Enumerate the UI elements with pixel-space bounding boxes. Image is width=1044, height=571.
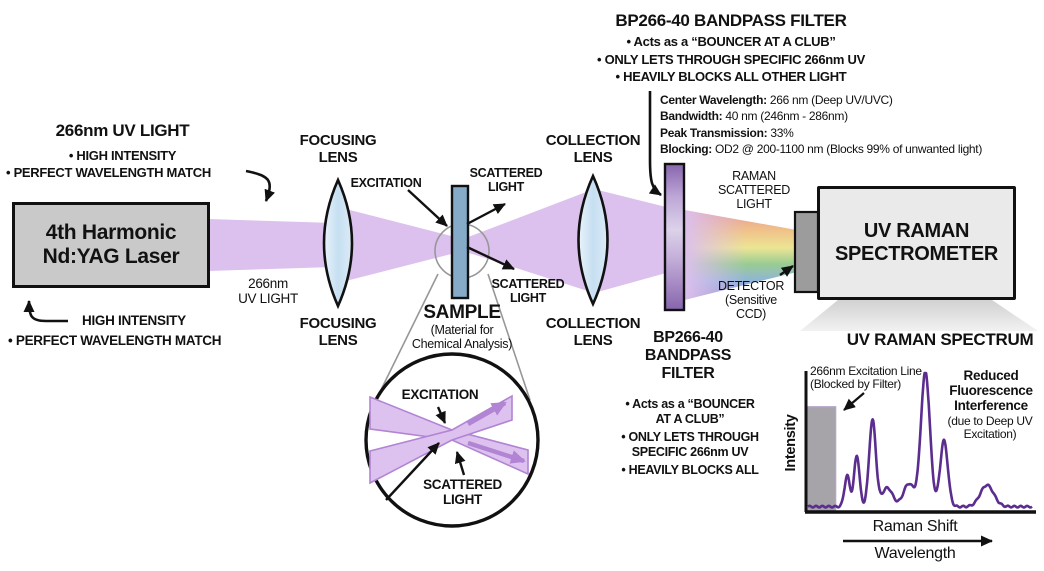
collection-lens-label-bottom: COLLECTION LENS <box>545 315 641 349</box>
uv-raman-spectrum-chart: Intensity 266nm Excitation Line (Blocked… <box>780 355 1044 571</box>
beam-to-filter <box>594 189 666 293</box>
detector-title: DETECTOR <box>717 279 785 293</box>
raman-shift-axis-label: Raman Shift <box>872 518 958 535</box>
bandpass-filter-bar <box>663 162 686 312</box>
blocked-annotation-arrow <box>843 392 865 411</box>
detector-block <box>793 210 820 294</box>
wavelength-axis-label: Wavelength <box>874 545 956 562</box>
laser-bottom-note: HIGH INTENSITY <box>82 313 186 328</box>
chart-title: UV RAMAN SPECTRUM <box>846 330 1034 349</box>
laser-output-title: 266nm UV LIGHT <box>55 121 190 140</box>
raman-rainbow-fade <box>684 210 797 300</box>
arrow-scattered-up <box>466 202 506 226</box>
blocked-region <box>805 406 837 513</box>
arrow-excitation <box>407 189 448 227</box>
arrow-specs-to-filter <box>648 91 662 197</box>
fluorescence-annotation-bold: Reduced Fluorescence Interference <box>949 368 1033 413</box>
bandpass-bullet-3: • HEAVILY BLOCKS ALL OTHER LIGHT <box>615 69 847 85</box>
spectrometer-box: UV RAMAN SPECTROMETER <box>817 186 1016 300</box>
beam-diverging <box>463 189 594 293</box>
sample-subtitle: (Material for Chemical Analysis) <box>411 323 513 351</box>
laser-bottom-bullet: • PERFECT WAVELENGTH MATCH <box>8 333 222 348</box>
zoom-connector-right <box>487 273 531 401</box>
raman-scattered-label: RAMAN SCATTERED LIGHT <box>717 169 791 211</box>
focusing-lens-label-top: FOCUSING LENS <box>299 132 377 166</box>
laser-box: 4th Harmonic Nd:YAG Laser <box>12 202 210 288</box>
filter-bottom-bullets: • Acts as a “BOUNCER AT A CLUB” • ONLY L… <box>596 397 784 478</box>
intensity-axis-label: Intensity <box>783 414 800 472</box>
spectrum-svg <box>804 371 1036 547</box>
focusing-lens-shape <box>322 176 354 310</box>
sample-name: SAMPLE <box>423 302 501 323</box>
fluorescence-annotation-sub: (due to Deep UV Excitation) <box>947 414 1033 442</box>
filter-bullet-1: • Acts as a “BOUNCER AT A CLUB” <box>625 397 755 426</box>
bandpass-specs: Center Wavelength: 266 nm (Deep UV/UVC) … <box>660 92 1044 158</box>
arrow-match-to-beam <box>245 169 275 202</box>
beam-converging <box>334 206 463 284</box>
inset-beam-arrow-down <box>467 440 526 464</box>
detector-label: DETECTOR (Sensitive CCD) <box>710 279 792 321</box>
spec-center-wavelength: Center Wavelength: 266 nm (Deep UV/UVC) <box>660 93 893 107</box>
inset-arrow-long <box>385 442 440 501</box>
inset-scattered-label: SCATTERED LIGHT <box>423 477 502 508</box>
blocked-line-annotation: 266nm Excitation Line (Blocked by Filter… <box>810 364 922 392</box>
scattered-light-top: SCATTERED LIGHT <box>469 166 543 194</box>
inset-beam-arrow-up <box>466 401 507 426</box>
collection-lens-shape <box>577 172 609 308</box>
inset-arrow-excitation <box>435 406 447 424</box>
sample-slide <box>450 184 470 300</box>
collection-lens-label-top: COLLECTION LENS <box>545 132 641 166</box>
filter-name-label: BP266-40 BANDPASS FILTER <box>644 329 732 382</box>
focusing-lens-label-bottom: FOCUSING LENS <box>299 315 377 349</box>
laser-output-bullet-1: • HIGH INTENSITY <box>68 148 177 163</box>
filter-bullet-3: • HEAVILY BLOCKS ALL <box>621 463 759 477</box>
bandpass-bullet-2: • ONLY LETS THROUGH SPECIFIC 266nm UV <box>597 51 865 67</box>
spectrum-curve <box>807 371 1033 509</box>
spec-peak-transmission: Peak Transmission: 33% <box>660 125 794 140</box>
bandpass-info-title: BP266-40 BANDPASS FILTER <box>615 11 847 30</box>
arrow-note-to-laser <box>23 300 68 323</box>
bandpass-bullet-1: • Acts as a “BOUNCER AT A CLUB” <box>626 34 836 49</box>
spec-bandwidth: Bandwidth: 40 nm (246nm - 286nm) <box>660 109 848 124</box>
excitation-label: EXCITATION <box>350 176 422 190</box>
projection-shadow <box>800 300 1038 331</box>
beam-label: 266nm UV LIGHT <box>238 276 298 307</box>
zoom-connector-left <box>375 273 439 401</box>
bandpass-info-bullets: • Acts as a “BOUNCER AT A CLUB” • ONLY L… <box>570 33 892 86</box>
arrow-scattered-down <box>466 245 515 271</box>
laser-beam <box>208 219 334 271</box>
arrow-detector <box>779 265 794 277</box>
filter-bullet-2: • ONLY LETS THROUGH SPECIFIC 266nm UV <box>621 430 759 459</box>
scattered-light-bottom: SCATTERED LIGHT <box>491 277 565 305</box>
laser-output-bullet-2: • PERFECT WAVELENGTH MATCH <box>6 165 211 180</box>
inset-excitation-label: EXCITATION <box>401 387 479 402</box>
inset-arrow-scattered <box>454 451 466 476</box>
detector-sub: (Sensitive CCD) <box>725 293 777 321</box>
spec-blocking: Blocking: OD2 @ 200-1100 nm (Blocks 99% … <box>660 142 983 157</box>
